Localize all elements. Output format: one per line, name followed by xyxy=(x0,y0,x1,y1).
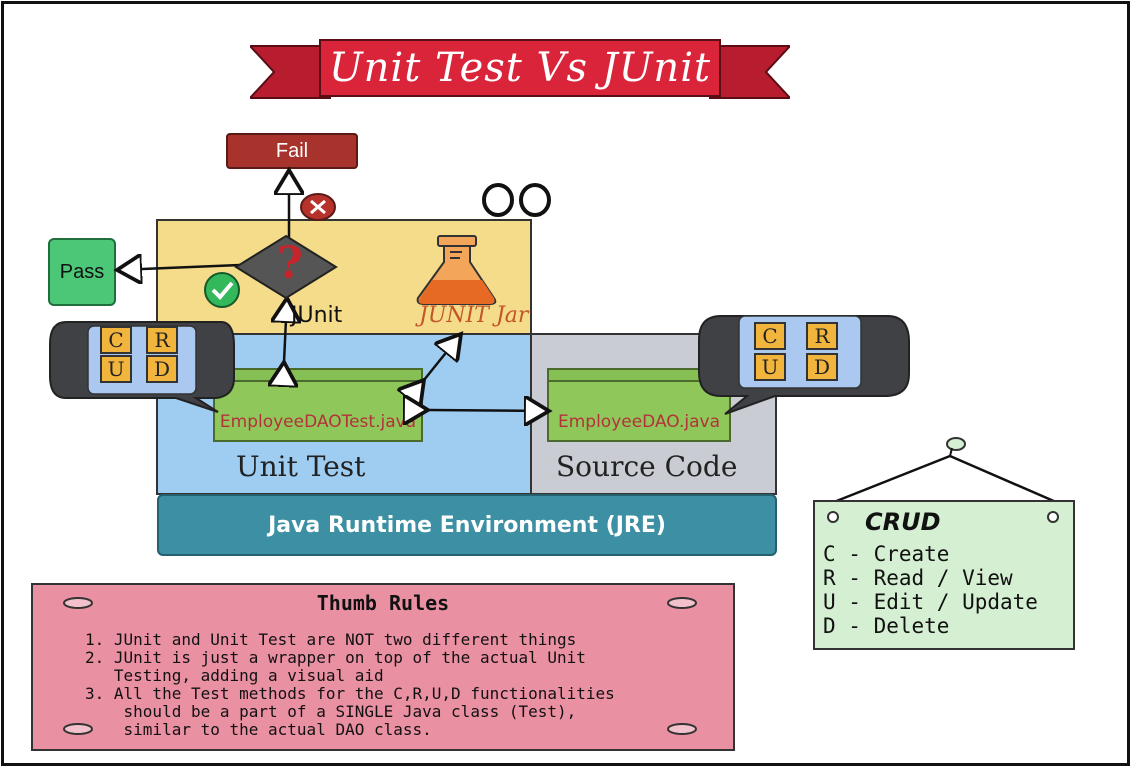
crud-cell-d: D xyxy=(806,353,838,381)
rule-line: 1. JUnit and Unit Test are NOT two diffe… xyxy=(85,630,577,649)
jre-bar: Java Runtime Environment (JRE) xyxy=(157,494,777,556)
title-banner xyxy=(250,39,790,99)
crud-legend-sign: CRUD C - Create R - Read / View U - Edit… xyxy=(813,500,1075,650)
file-tab xyxy=(215,370,421,382)
eyes-icon xyxy=(482,183,551,217)
flask-icon xyxy=(416,235,497,305)
rule-line: similar to the actual DAO class. xyxy=(85,720,432,739)
decision-diamond xyxy=(234,234,338,300)
unit-test-label: Unit Test xyxy=(236,450,366,483)
sign-hanger xyxy=(833,437,1057,504)
screw-icon xyxy=(1047,511,1059,523)
question-mark-icon: ? xyxy=(277,238,303,289)
crud-cell-c: C xyxy=(754,322,786,350)
rule-line: Testing, adding a visual aid xyxy=(85,666,384,685)
thumb-rules-title: Thumb Rules xyxy=(316,591,450,615)
junit-jar-label: JUNIT Jar xyxy=(419,303,529,328)
rule-line: should be a part of a SINGLE Java class … xyxy=(85,702,577,721)
crud-cell-u: U xyxy=(754,353,786,381)
screw-icon xyxy=(827,511,839,523)
source-code-label: Source Code xyxy=(556,450,738,483)
test-file-label: EmployeeDAOTest.java xyxy=(219,412,417,432)
crud-legend-title: CRUD xyxy=(865,508,941,536)
legend-item-create: C - Create xyxy=(823,542,950,566)
junit-label: JUnit xyxy=(291,303,343,328)
pass-box: Pass xyxy=(48,238,116,306)
pass-check-icon xyxy=(204,272,240,308)
crud-cell-c: C xyxy=(100,326,132,354)
file-tab xyxy=(549,370,729,382)
source-file-label: EmployeeDAO.java xyxy=(557,412,721,432)
screw-icon xyxy=(667,723,697,735)
crud-bubble-right xyxy=(698,315,910,415)
thumb-rules-panel: Thumb Rules 1. JUnit and Unit Test are N… xyxy=(31,583,735,751)
legend-item-delete: D - Delete xyxy=(823,614,950,638)
fail-x-icon xyxy=(300,193,336,221)
crud-cell-r: R xyxy=(806,322,838,350)
rule-line: 2. JUnit is just a wrapper on top of the… xyxy=(85,648,586,667)
rule-line: 3. All the Test methods for the C,R,U,D … xyxy=(85,684,615,703)
thumb-rules-list: 1. JUnit and Unit Test are NOT two diffe… xyxy=(85,631,615,739)
page-title: Unit Test Vs JUnit xyxy=(328,45,712,91)
legend-item-read: R - Read / View xyxy=(823,566,1013,590)
crud-cell-r: R xyxy=(146,326,178,354)
legend-item-update: U - Edit / Update xyxy=(823,590,1038,614)
screw-icon xyxy=(667,597,697,609)
screw-icon xyxy=(63,597,93,609)
crud-cell-d: D xyxy=(146,355,178,383)
screw-icon xyxy=(63,723,93,735)
crud-cell-u: U xyxy=(100,355,132,383)
crud-legend-list: C - Create R - Read / View U - Edit / Up… xyxy=(823,542,1038,638)
crud-bubble-left xyxy=(49,321,235,413)
